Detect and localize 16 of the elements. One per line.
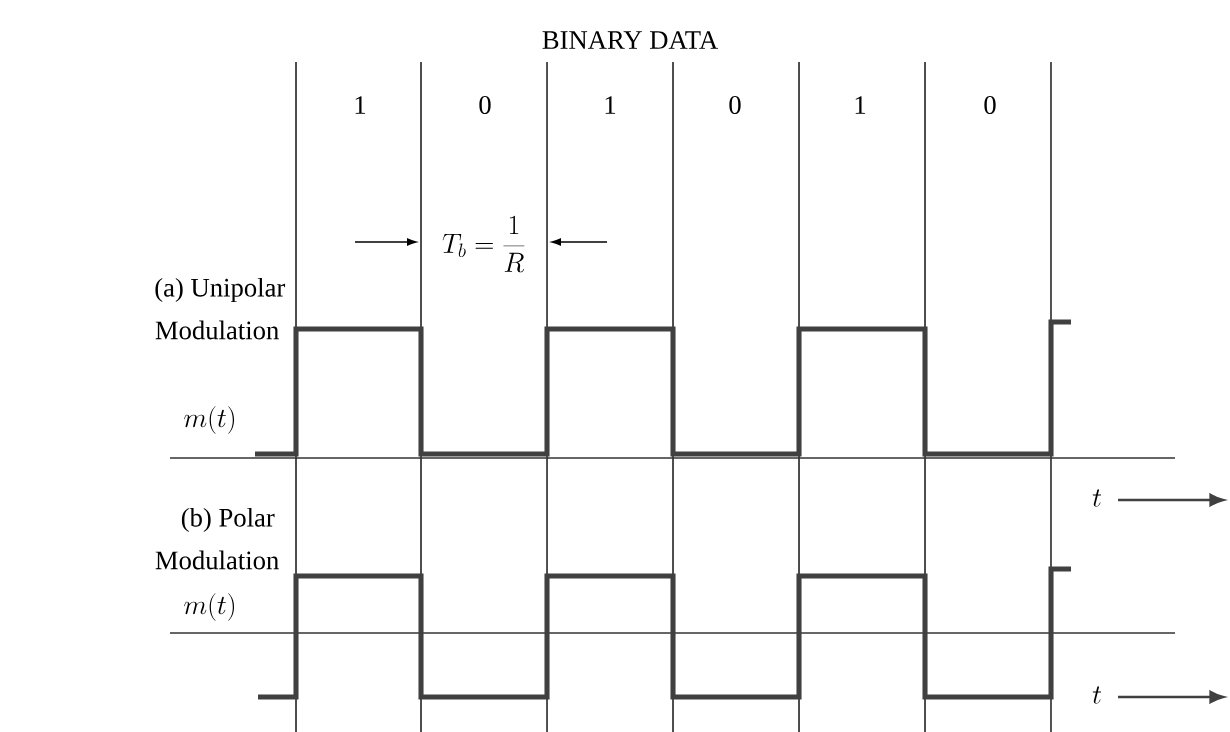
axis-label: $t$ (1092, 489, 1102, 507)
waveform-label: Modulation (155, 550, 279, 570)
bit-label: 1 (355, 96, 366, 114)
signal-label: $m(t)$ (184, 406, 234, 434)
signal-label: $m(t)$ (184, 593, 234, 621)
title: BINARY DATA (542, 31, 718, 49)
bit-label: 1 (605, 96, 616, 114)
waveform-label: (a) Unipolar (155, 277, 286, 303)
bit-label: 0 (729, 96, 741, 114)
bit-label: 0 (479, 96, 491, 114)
waveform-label: Modulation (155, 320, 279, 340)
bit-label: 0 (984, 96, 996, 114)
waveform-label: (b) Polar (181, 507, 275, 533)
axis-label: $t$ (1092, 686, 1102, 704)
bit-period-formula: $T_b=\frac{1}{R}$ (442, 215, 525, 273)
bit-label: 1 (855, 96, 866, 114)
